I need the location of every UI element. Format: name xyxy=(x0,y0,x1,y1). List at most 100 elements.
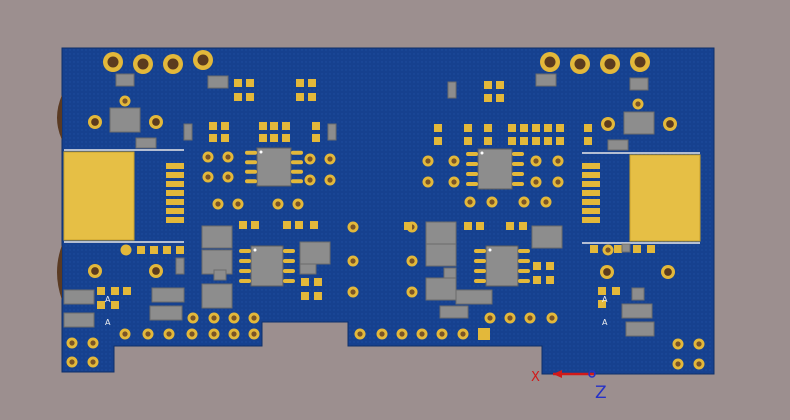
smd-component[interactable] xyxy=(299,263,317,275)
smd-pad[interactable] xyxy=(111,301,119,309)
smd-pad[interactable] xyxy=(239,221,247,229)
smd-pad[interactable] xyxy=(312,134,320,142)
pcb-board[interactable] xyxy=(61,47,715,375)
smd-pad[interactable] xyxy=(209,122,217,130)
smd-component[interactable] xyxy=(63,312,95,328)
smd-pad[interactable] xyxy=(301,278,309,286)
smd-pad[interactable] xyxy=(259,122,267,130)
smd-component[interactable] xyxy=(109,107,141,133)
smd-component[interactable] xyxy=(631,287,645,301)
smd-pad[interactable] xyxy=(296,93,304,101)
smd-component[interactable] xyxy=(201,225,233,249)
smd-pad[interactable] xyxy=(270,122,278,130)
smd-pad[interactable] xyxy=(123,287,131,295)
smd-pad[interactable] xyxy=(259,134,267,142)
smd-component[interactable] xyxy=(447,81,457,99)
ic-package[interactable] xyxy=(256,147,292,187)
smd-component[interactable] xyxy=(425,277,457,301)
smd-component[interactable] xyxy=(213,269,227,281)
smd-pad[interactable] xyxy=(176,246,184,254)
smd-pad[interactable] xyxy=(546,262,554,270)
smd-pad[interactable] xyxy=(464,137,472,145)
smd-component[interactable] xyxy=(327,123,337,141)
smd-pad[interactable] xyxy=(434,137,442,145)
smd-pad[interactable] xyxy=(312,122,320,130)
smd-pad[interactable] xyxy=(97,287,105,295)
ic-package[interactable] xyxy=(477,148,513,190)
smd-pad[interactable] xyxy=(251,221,259,229)
smd-pad[interactable] xyxy=(598,300,606,308)
smd-pad[interactable] xyxy=(234,79,242,87)
smd-component[interactable] xyxy=(625,321,655,337)
smd-pad[interactable] xyxy=(633,245,641,253)
smd-pad[interactable] xyxy=(464,124,472,132)
smd-pad[interactable] xyxy=(533,262,541,270)
smd-component[interactable] xyxy=(531,225,563,249)
smd-component[interactable] xyxy=(183,123,193,141)
smd-component[interactable] xyxy=(607,139,629,151)
smd-component[interactable] xyxy=(135,137,157,149)
smd-pad[interactable] xyxy=(647,245,655,253)
smd-pad[interactable] xyxy=(532,137,540,145)
edge-connector-left[interactable] xyxy=(63,151,135,241)
smd-pad[interactable] xyxy=(584,124,592,132)
smd-pad[interactable] xyxy=(314,292,322,300)
smd-pad[interactable] xyxy=(484,94,492,102)
smd-pad[interactable] xyxy=(544,124,552,132)
smd-pad[interactable] xyxy=(221,122,229,130)
smd-component[interactable] xyxy=(207,75,229,89)
smd-pad[interactable] xyxy=(464,222,472,230)
smd-pad[interactable] xyxy=(209,134,217,142)
smd-pad[interactable] xyxy=(484,81,492,89)
smd-pad[interactable] xyxy=(283,221,291,229)
smd-pad[interactable] xyxy=(533,276,541,284)
smd-pad[interactable] xyxy=(137,246,145,254)
smd-pad[interactable] xyxy=(496,94,504,102)
smd-pad[interactable] xyxy=(246,79,254,87)
edge-connector-right[interactable] xyxy=(629,154,701,242)
ic-package[interactable] xyxy=(485,245,519,287)
smd-pad[interactable] xyxy=(484,137,492,145)
smd-pad[interactable] xyxy=(163,246,171,254)
smd-component[interactable] xyxy=(455,289,493,305)
smd-pad[interactable] xyxy=(404,222,412,230)
smd-component[interactable] xyxy=(151,287,185,303)
smd-pad[interactable] xyxy=(282,134,290,142)
smd-component[interactable] xyxy=(443,267,457,279)
smd-component[interactable] xyxy=(115,73,135,87)
smd-pad[interactable] xyxy=(508,124,516,132)
smd-pad[interactable] xyxy=(221,134,229,142)
smd-pad[interactable] xyxy=(434,124,442,132)
smd-pad[interactable] xyxy=(484,124,492,132)
smd-pad[interactable] xyxy=(508,137,516,145)
smd-component[interactable] xyxy=(299,241,331,265)
smd-pad[interactable] xyxy=(590,245,598,253)
smd-pad[interactable] xyxy=(520,137,528,145)
smd-pad[interactable] xyxy=(295,221,303,229)
smd-pad[interactable] xyxy=(310,221,318,229)
smd-pad[interactable] xyxy=(150,246,158,254)
smd-component[interactable] xyxy=(629,77,649,91)
smd-pad[interactable] xyxy=(97,301,105,309)
smd-component[interactable] xyxy=(439,305,469,319)
smd-pad[interactable] xyxy=(122,246,130,254)
smd-pad[interactable] xyxy=(546,276,554,284)
smd-component[interactable] xyxy=(425,243,457,267)
smd-component[interactable] xyxy=(201,283,233,309)
smd-component[interactable] xyxy=(149,305,183,321)
smd-component[interactable] xyxy=(621,303,653,319)
smd-component[interactable] xyxy=(621,243,631,253)
smd-pad[interactable] xyxy=(270,134,278,142)
smd-pad[interactable] xyxy=(532,124,540,132)
smd-pad[interactable] xyxy=(496,81,504,89)
smd-pad[interactable] xyxy=(301,292,309,300)
smd-pad[interactable] xyxy=(234,93,242,101)
smd-pad[interactable] xyxy=(544,137,552,145)
smd-pad[interactable] xyxy=(296,79,304,87)
smd-pad[interactable] xyxy=(314,278,322,286)
smd-pad[interactable] xyxy=(476,222,484,230)
smd-component[interactable] xyxy=(175,257,185,275)
smd-pad[interactable] xyxy=(111,287,119,295)
